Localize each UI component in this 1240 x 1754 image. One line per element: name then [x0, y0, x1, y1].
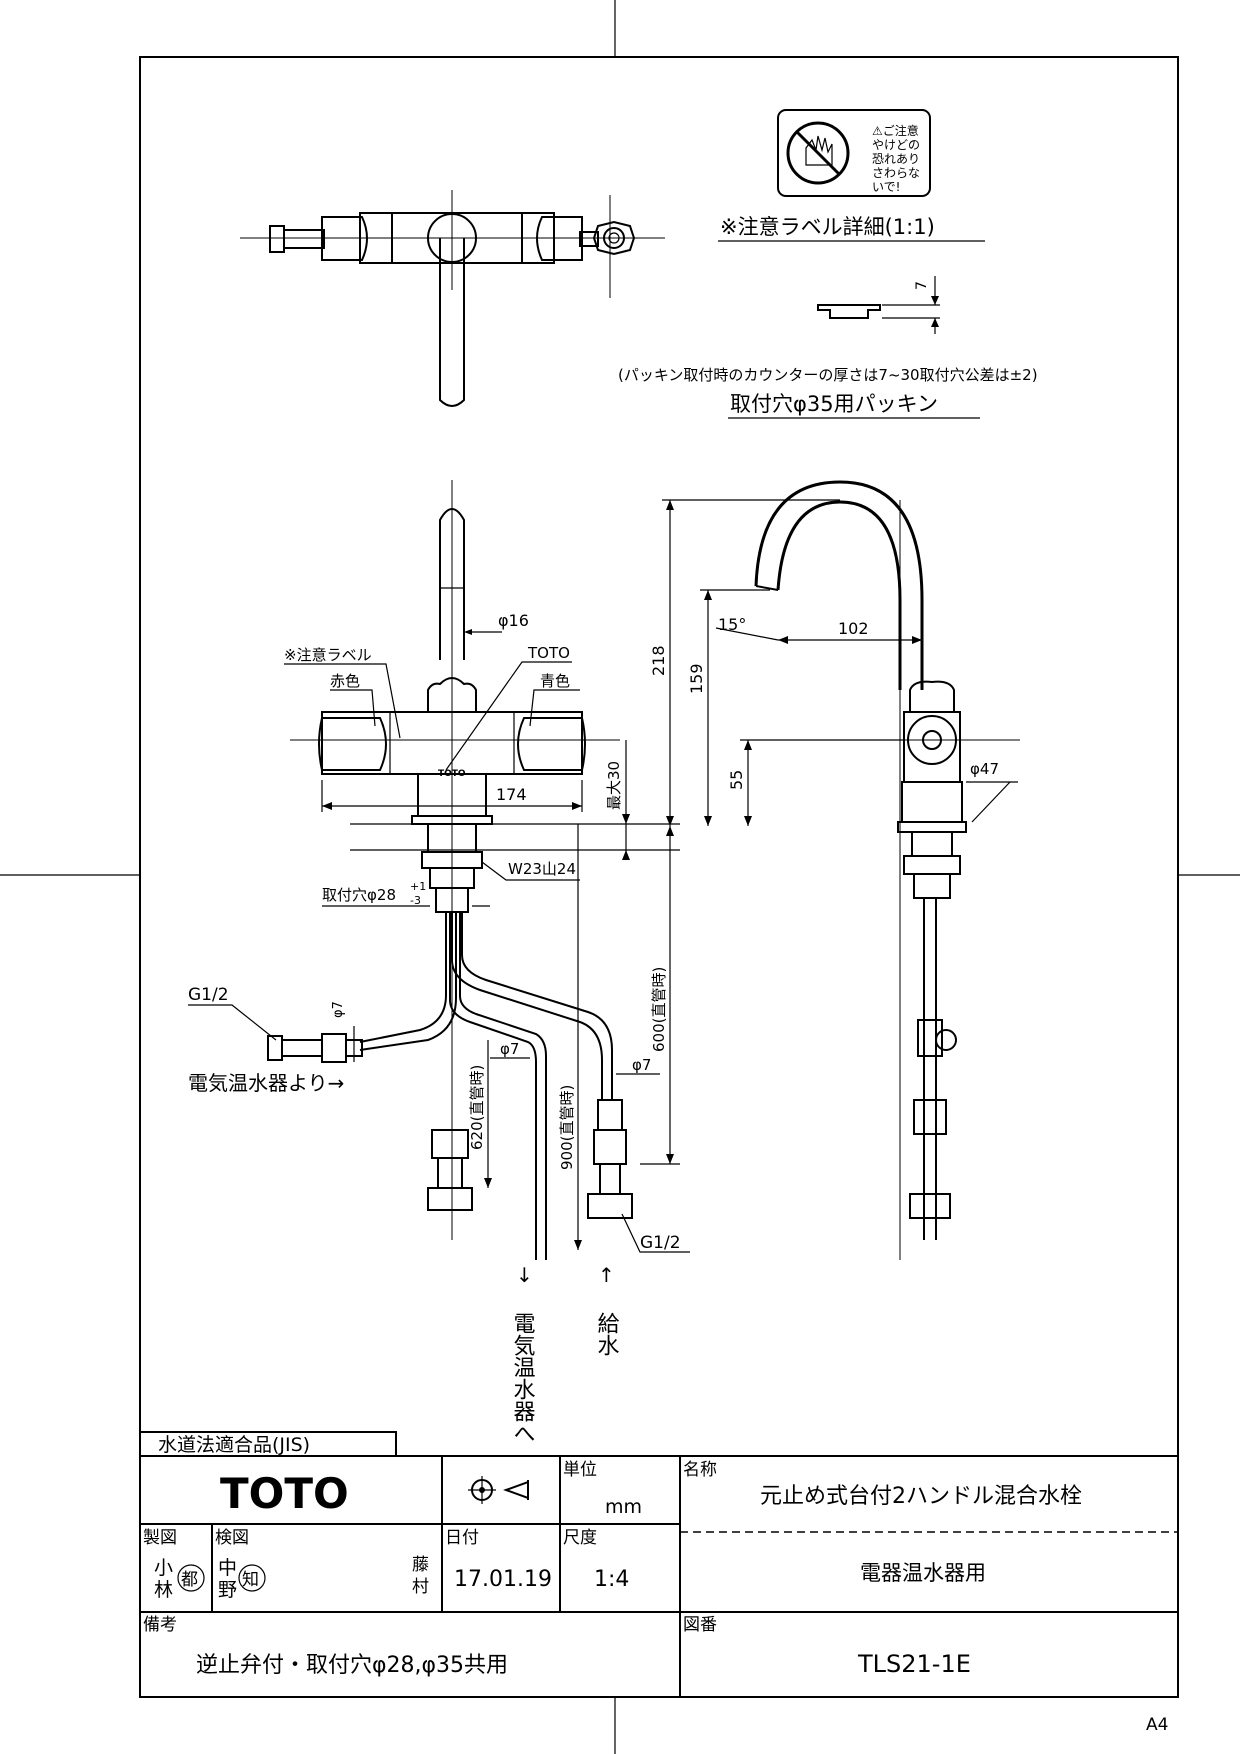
- dim-159: 159: [687, 663, 706, 694]
- paper-size: A4: [1146, 1715, 1168, 1735]
- label-toto: TOTO: [527, 644, 570, 662]
- dim-218: 218: [649, 645, 668, 676]
- label-red: 赤色: [330, 672, 360, 690]
- check-name-1: 中: [218, 1557, 237, 1579]
- drawn-header: 製図: [143, 1528, 177, 1548]
- label-from-heater: 電気温水器より→: [188, 1071, 344, 1095]
- notes-value: 逆止弁付・取付穴φ28,φ35共用: [196, 1653, 508, 1678]
- side-view-handle: [907, 715, 957, 765]
- dim-55: 55: [727, 770, 746, 790]
- side-view: 218 159 55 15° 102 φ47 600(直管時): [640, 480, 1020, 1260]
- notes-header: 備考: [143, 1615, 177, 1635]
- check-name-2: 野: [218, 1579, 237, 1601]
- product-name: 元止め式台付2ハンドル混合水栓: [760, 1484, 1082, 1509]
- check-stamp: [238, 1564, 266, 1592]
- hand-icon: [805, 135, 833, 166]
- sheet-border: [139, 56, 1179, 1698]
- packing-detail: 7 (パッキン取付時のカウンターの厚さは7~30取付穴公差は±2) 取付穴φ35…: [618, 276, 1038, 419]
- label-caution: ※注意ラベル: [284, 646, 372, 664]
- top-view-spout: [439, 238, 465, 407]
- dim-hole-tol-plus: +1: [410, 880, 426, 893]
- dim-hole: 取付穴φ28: [322, 886, 396, 904]
- third-angle-projection-symbol: [468, 1476, 529, 1504]
- sticker-line-1: ⚠ご注意: [872, 123, 919, 138]
- date-header: 日付: [445, 1528, 479, 1548]
- dim-900: 900(直管時): [558, 1085, 576, 1170]
- blue-handle: [517, 717, 586, 771]
- compliance-text: 水道法適合品(JIS): [158, 1434, 310, 1456]
- cold-hose-end: [597, 1099, 623, 1131]
- dim-phi7-b: φ7: [500, 1040, 519, 1058]
- label-g12-left: G1/2: [188, 985, 229, 1005]
- sticker-line-3: 恐れあり: [872, 152, 920, 166]
- title-block: 水道法適合品(JIS) TOTO 単位 mm 名称 元止め式台付2ハンドル混合水…: [139, 1431, 1178, 1697]
- drawn-stamp-text: 都: [181, 1570, 198, 1590]
- dim-max30: 最大30: [605, 761, 623, 810]
- check-header: 検図: [215, 1528, 249, 1548]
- unit-value: mm: [605, 1496, 642, 1518]
- scale-header: 尺度: [563, 1528, 597, 1548]
- sticker-line-5: いで!: [872, 180, 900, 194]
- dim-phi7-a: φ7: [331, 1001, 346, 1018]
- packing-note: (パッキン取付時のカウンターの厚さは7~30取付穴公差は±2): [618, 366, 1038, 384]
- dim-w23: W23山24: [508, 860, 576, 878]
- dim-15deg: 15°: [718, 615, 746, 634]
- label-supply: 給水: [594, 1312, 620, 1356]
- drawing-number: TLS21-1E: [857, 1650, 971, 1678]
- front-view: φ16 TOTO ※注意ラベル 赤色 TOTO 青色 174: [188, 480, 690, 1444]
- label-blue: 青色: [540, 672, 570, 690]
- dim-phi7-c: φ7: [632, 1056, 651, 1074]
- dim-hole-tol-minus: -3: [410, 894, 421, 907]
- caution-sticker: [777, 109, 931, 197]
- front-view-valve-cap: [427, 677, 477, 713]
- dim-174: 174: [496, 785, 527, 804]
- check-name-4: 村: [412, 1577, 429, 1597]
- hose-cold-supply: [451, 912, 603, 1100]
- name-header: 名称: [683, 1460, 717, 1480]
- label-to-heater: 電気温水器へ: [510, 1312, 536, 1444]
- date-value: 17.01.19: [454, 1567, 552, 1592]
- scale-value: 1:4: [594, 1567, 629, 1592]
- arrow-up: ↑: [598, 1263, 615, 1287]
- top-view-spout-base: [427, 213, 477, 263]
- dim-620: 620(直管時): [468, 1065, 486, 1150]
- drawn-name-1: 小: [154, 1557, 173, 1579]
- caution-label-caption: ※注意ラベル詳細(1:1): [720, 215, 935, 239]
- sticker-line-2: やけどの: [872, 138, 920, 152]
- drawing-no-header: 図番: [683, 1615, 717, 1635]
- drawn-stamp: [177, 1564, 205, 1592]
- unit-header: 単位: [563, 1460, 597, 1480]
- caution-label-detail: ⚠ご注意 やけどの 恐れあり さわらな いで! ※注意ラベル詳細(1:1): [718, 109, 985, 242]
- packing-caption: 取付穴φ35用パッキン: [730, 392, 938, 416]
- packing-section: [817, 304, 881, 319]
- hose-hot-supply: [359, 912, 447, 1043]
- dim-phi16: φ16: [498, 611, 529, 630]
- hot-hose-end: [431, 1129, 469, 1159]
- front-view-spout: [439, 508, 465, 660]
- dim-102: 102: [838, 619, 869, 638]
- no-touch-icon: [786, 121, 850, 185]
- top-view: [240, 190, 665, 407]
- packing-thickness-dim: 7: [914, 281, 930, 290]
- hose-to-heater: [449, 912, 537, 1260]
- drawn-name-2: 林: [154, 1579, 173, 1601]
- arrow-down: ↓: [516, 1263, 533, 1287]
- dim-phi47: φ47: [970, 760, 999, 778]
- product-subtitle: 電器温水器用: [860, 1561, 986, 1585]
- red-handle: [318, 717, 387, 771]
- side-view-spout-outer: [776, 500, 902, 690]
- label-g12-right: G1/2: [640, 1233, 681, 1253]
- toto-logo: TOTO: [220, 1469, 349, 1518]
- side-view-spout-inner: [754, 480, 924, 690]
- dim-600: 600(直管時): [650, 967, 668, 1052]
- sticker-line-4: さわらな: [872, 166, 920, 180]
- side-view-body: [903, 711, 961, 783]
- check-name-3: 藤: [412, 1555, 429, 1575]
- check-stamp-text: 知: [242, 1570, 259, 1590]
